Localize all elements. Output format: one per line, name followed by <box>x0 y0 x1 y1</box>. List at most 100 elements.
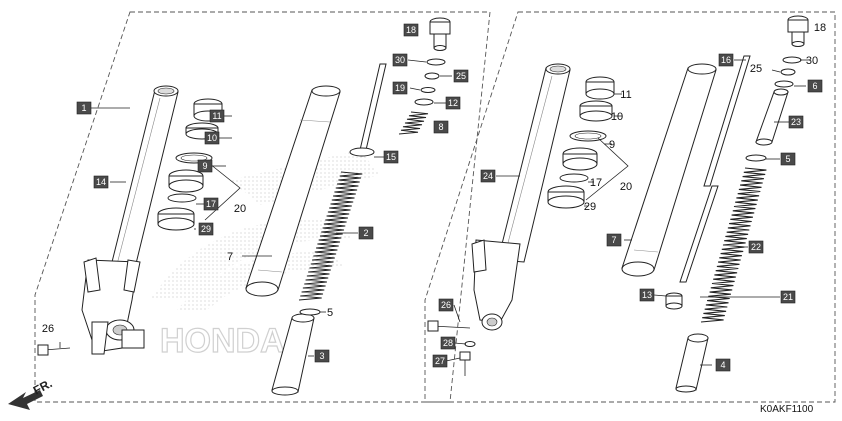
part-number-badge: 21 <box>780 290 796 304</box>
part-number-badge: 25 <box>453 69 469 83</box>
part-number-badge: 26 <box>438 298 454 312</box>
part-number-badge: 19 <box>392 81 408 95</box>
part-number-text: 26 <box>441 300 451 310</box>
part-number-text: 5 <box>785 154 790 164</box>
part-number-badge: 23 <box>788 115 804 129</box>
part-number-badge: 8 <box>433 120 449 134</box>
part-number-text: 2 <box>363 228 368 238</box>
part-number-badge: 1 <box>76 101 92 115</box>
part-number-text: 14 <box>96 177 106 187</box>
part-number-text: 18 <box>406 25 416 35</box>
part-number-text: 23 <box>791 117 801 127</box>
part-number-text: 4 <box>720 360 725 370</box>
part-number-text: 17 <box>206 199 216 209</box>
part-number-label: 18 <box>814 22 826 34</box>
part-number-label: 7 <box>227 251 233 263</box>
part-number-badge: 15 <box>383 150 399 164</box>
cartridge-tube-right <box>755 88 789 146</box>
right-group-boundary <box>424 11 836 403</box>
part-number-badge: 29 <box>198 222 214 236</box>
outer-fork-tube-right <box>621 63 717 277</box>
honda-watermark-text: HONDA <box>160 322 285 360</box>
part-number-badge: 17 <box>203 197 219 211</box>
o-ring-left <box>426 58 446 66</box>
part-number-text: 27 <box>435 356 445 366</box>
axle-holder-right <box>471 239 521 331</box>
damper-rod-right <box>679 55 751 283</box>
inner-fork-tube-left <box>107 85 179 281</box>
left-group-boundary <box>34 11 491 403</box>
part-number-text: 6 <box>812 81 817 91</box>
collar-right <box>675 333 709 393</box>
part-number-badge: 9 <box>197 159 213 173</box>
part-number-badge: 3 <box>314 349 330 363</box>
part-number-badge: 11 <box>209 109 225 123</box>
part-number-label: 11 <box>620 89 631 101</box>
part-number-text: 19 <box>395 83 405 93</box>
rebound-spring-left <box>398 111 429 135</box>
part-number-text: 3 <box>319 351 324 361</box>
washer-left <box>299 308 321 316</box>
part-number-badge: 14 <box>93 175 109 189</box>
washer-top-right <box>774 80 794 88</box>
part-number-text: 7 <box>611 235 616 245</box>
damper-rod-left <box>349 63 387 157</box>
part-number-text: 12 <box>448 98 458 108</box>
part-number-badge: 18 <box>403 23 419 37</box>
part-number-text: 24 <box>483 171 493 181</box>
part-number-badge: 12 <box>445 96 461 110</box>
part-number-text: 21 <box>783 292 793 302</box>
part-number-badge: 22 <box>748 240 764 254</box>
part-number-label: 25 <box>750 63 762 75</box>
leader-lines <box>59 59 808 366</box>
spring-seat-left <box>414 98 434 106</box>
part-number-text: 13 <box>642 290 652 300</box>
part-number-badge: 10 <box>204 131 220 145</box>
part-number-label: 10 <box>611 111 623 123</box>
part-number-badge: 6 <box>807 79 823 93</box>
fork-cap-right <box>787 15 809 47</box>
part-number-badge: 13 <box>639 288 655 302</box>
part-number-text: 16 <box>721 55 731 65</box>
part-number-text: 25 <box>456 71 466 81</box>
bolt-left <box>37 344 71 356</box>
honda-wing-watermark: HONDA <box>150 150 380 361</box>
bushing-stack-left <box>157 98 223 231</box>
part-number-badge: 4 <box>715 358 731 372</box>
inner-fork-tube-right <box>497 63 571 263</box>
axle-holder-left <box>81 257 145 355</box>
part-number-text: 15 <box>386 152 396 162</box>
part-number-label: 9 <box>609 139 615 151</box>
part-number-badge: 28 <box>440 336 456 350</box>
part-number-text: 1 <box>81 103 86 113</box>
washer-right <box>745 154 767 162</box>
part-number-text: 11 <box>212 111 221 121</box>
part-number-label: 5 <box>327 307 333 319</box>
rod-bushing-right <box>665 292 683 310</box>
part-number-text: 10 <box>207 133 217 143</box>
part-number-badge: 2 <box>358 226 374 240</box>
part-number-text: 30 <box>395 55 405 65</box>
outer-fork-tube-left <box>245 85 341 297</box>
part-number-label: 30 <box>806 55 818 67</box>
small-bolts-right <box>427 320 476 376</box>
part-number-badge: 5 <box>780 152 796 166</box>
nut-right <box>780 68 796 76</box>
part-number-badge: 7 <box>606 233 622 247</box>
part-number-text: 8 <box>438 122 443 132</box>
part-number-badge: 30 <box>392 53 408 67</box>
front-direction-arrow-icon <box>8 390 43 410</box>
fork-spring-right <box>700 167 767 323</box>
part-number-label: 20 <box>234 203 246 215</box>
part-callouts: 1141110917291830251912815232075262471662… <box>42 22 826 372</box>
part-number-text: 28 <box>443 338 453 348</box>
fork-spring-left <box>298 171 363 301</box>
clip-left <box>420 87 436 93</box>
collar-left <box>271 313 315 396</box>
fork-cap-left <box>429 17 451 51</box>
part-number-badge: 27 <box>432 354 448 368</box>
diagram-code: K0AKF1100 <box>760 404 814 415</box>
nut-left <box>424 72 440 80</box>
part-number-text: 29 <box>201 224 211 234</box>
